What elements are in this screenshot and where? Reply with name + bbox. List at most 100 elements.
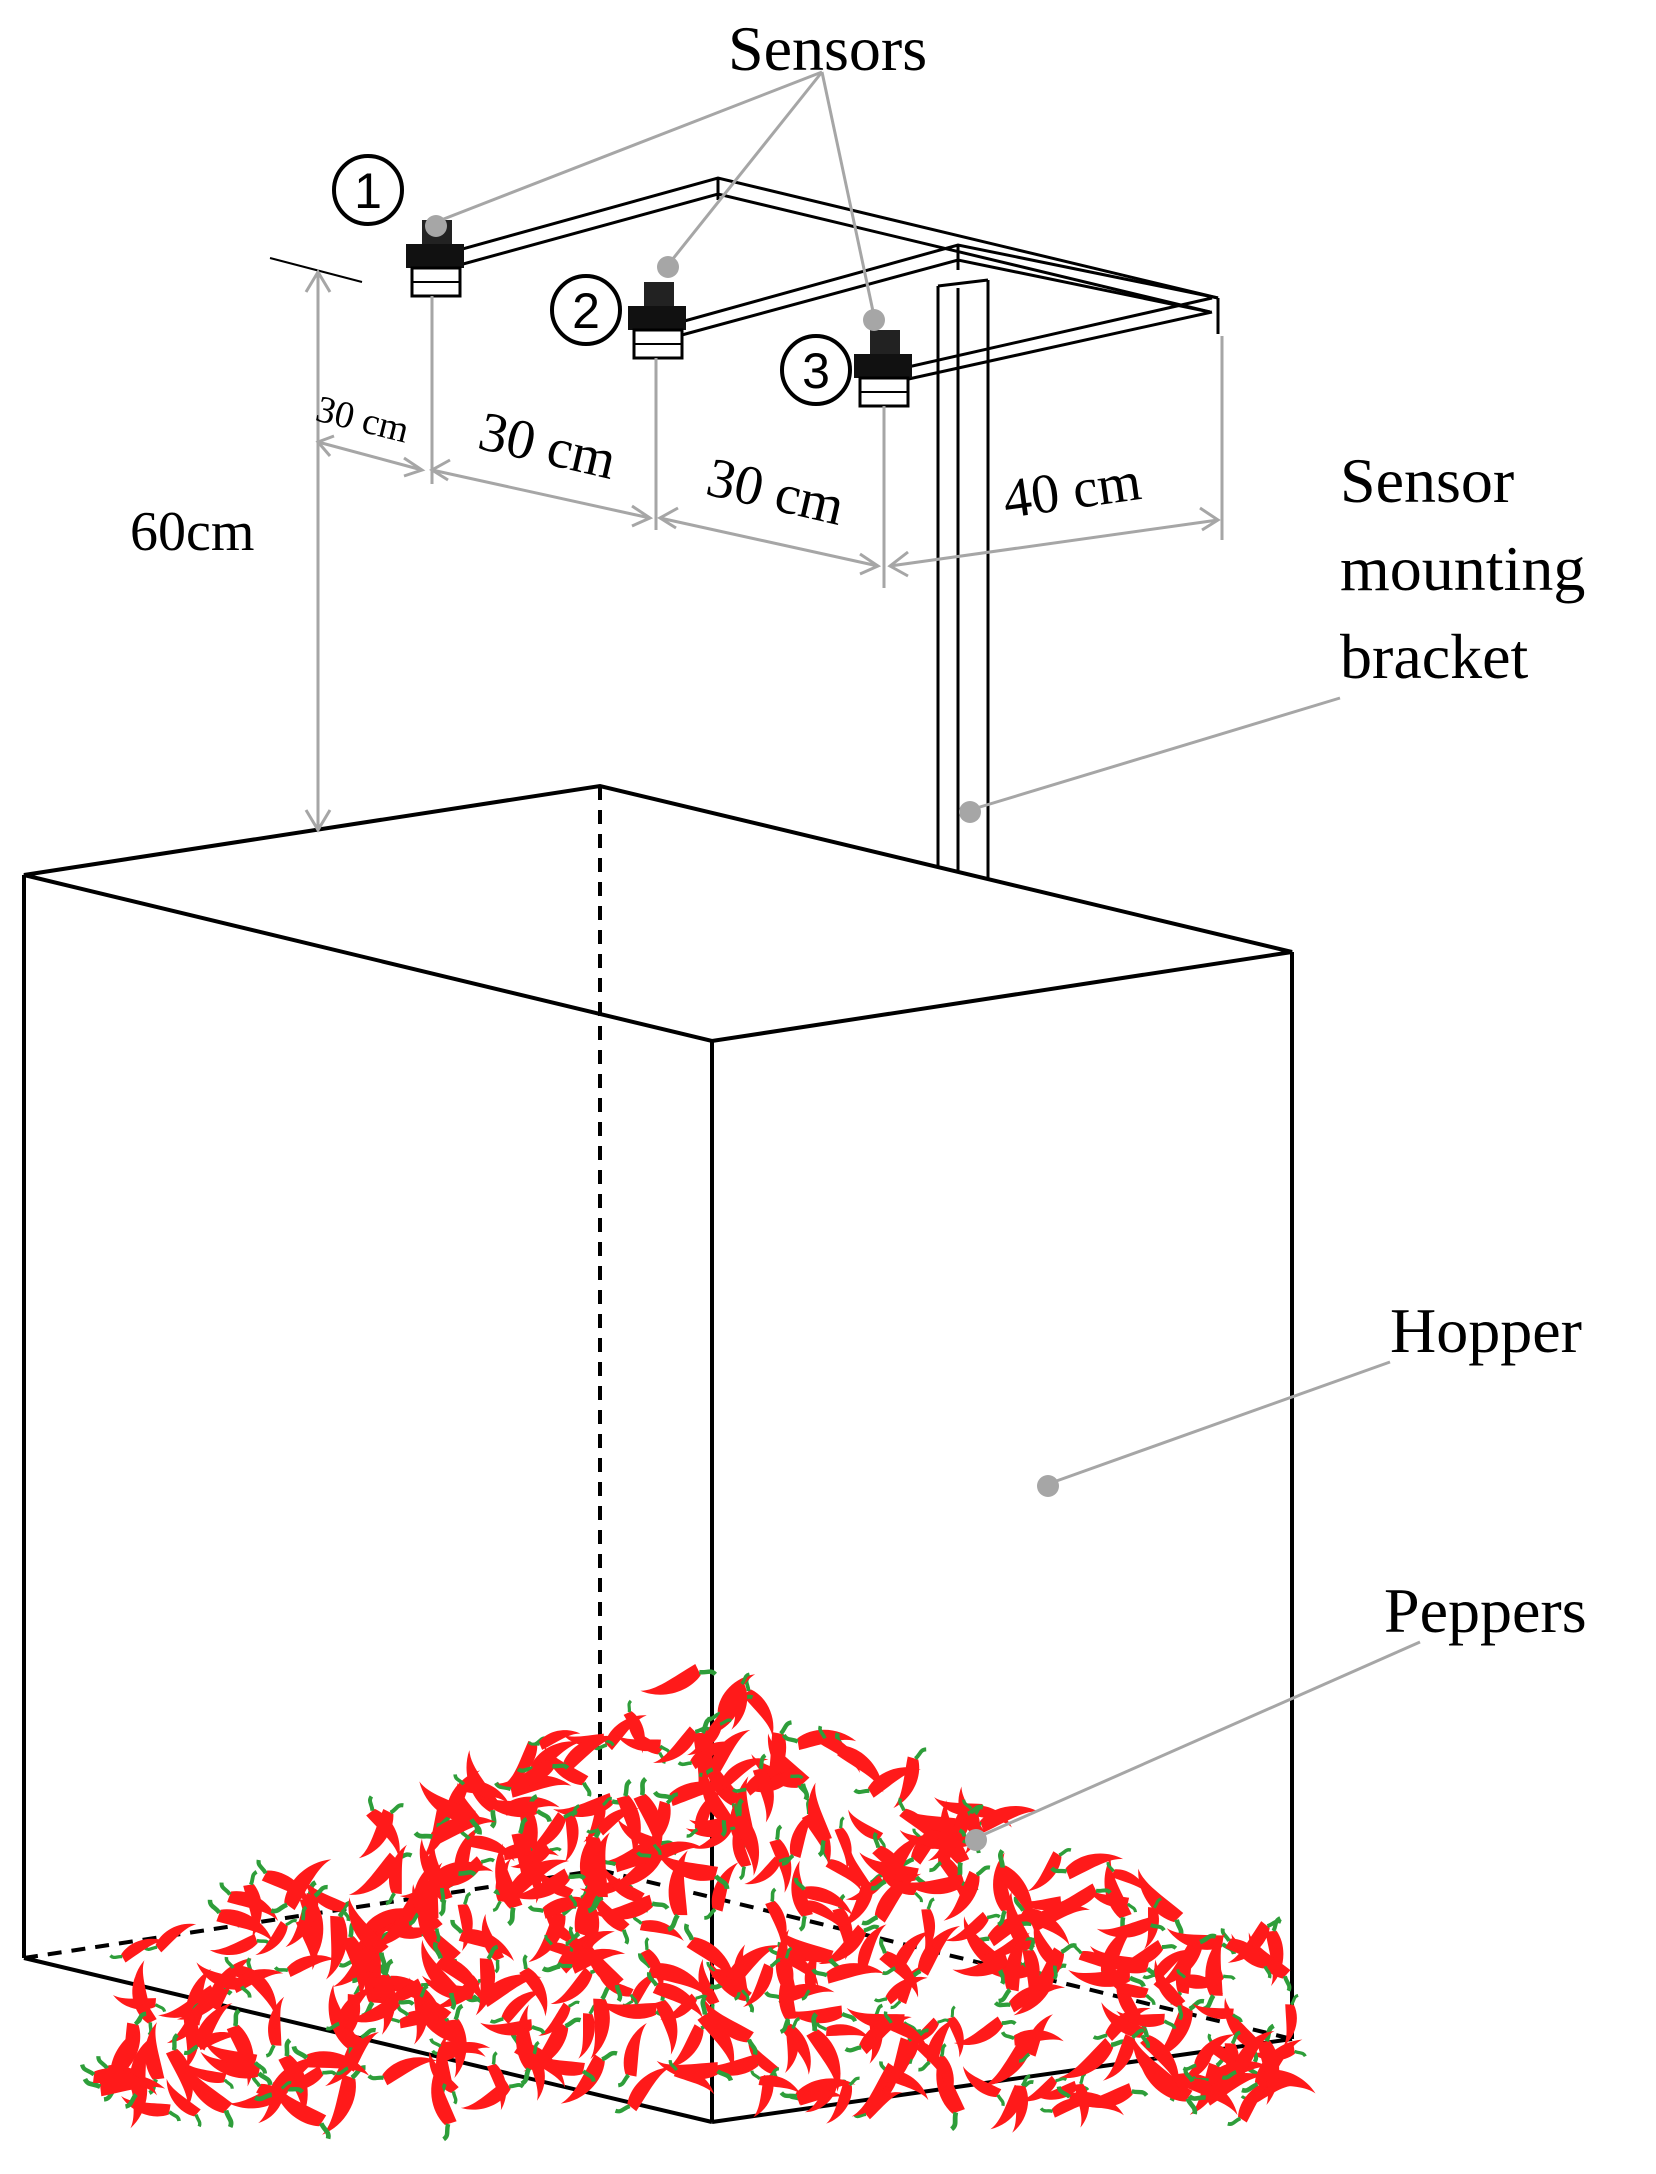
leader-lines <box>435 70 1421 1840</box>
pepper <box>861 1873 922 1926</box>
pepper <box>1227 2079 1275 2126</box>
pepper <box>345 1994 415 2023</box>
pepper <box>144 1923 197 1953</box>
pepper <box>1182 2034 1236 2071</box>
pepper <box>1221 2030 1275 2080</box>
pepper <box>109 1938 165 1963</box>
pepper <box>1187 2073 1265 2106</box>
pepper <box>668 2059 715 2095</box>
pepper <box>1019 2075 1068 2102</box>
pepper <box>587 1832 610 1914</box>
pepper <box>431 2064 457 2142</box>
pepper <box>1043 1883 1112 1911</box>
pepper <box>1105 1973 1156 2005</box>
sensor-2 <box>628 282 686 360</box>
pepper <box>1144 1897 1162 1950</box>
pepper <box>686 1789 724 1838</box>
pepper <box>460 2079 525 2110</box>
pepper <box>560 2050 618 2104</box>
pepper <box>784 2016 801 2074</box>
pepper <box>1018 2014 1053 2063</box>
dimension-gap3-label: 30 cm <box>701 446 850 538</box>
pepper <box>1073 1943 1120 1978</box>
pepper <box>646 1972 703 2019</box>
pepper <box>272 2081 331 2140</box>
pepper <box>516 2004 539 2086</box>
sensor-badge-1: 1 <box>332 154 404 226</box>
pepper <box>385 1844 407 1906</box>
pepper <box>255 1919 298 1956</box>
pepper <box>270 1859 332 1914</box>
pepper <box>793 1877 853 1916</box>
peppers-label: Peppers <box>1384 1575 1587 1646</box>
pepper <box>583 1796 612 1843</box>
pepper <box>731 1767 792 1796</box>
pepper <box>568 1926 602 1981</box>
pepper <box>653 1726 710 1763</box>
pepper <box>640 1937 664 1993</box>
pepper <box>946 2005 964 2058</box>
pepper <box>614 2067 671 2114</box>
pepper <box>944 1911 1001 1942</box>
pepper <box>412 1884 443 1943</box>
pepper <box>265 1996 285 2058</box>
pepper-pile <box>80 1664 1316 2142</box>
pepper <box>883 2011 929 2053</box>
pepper <box>853 1767 921 1798</box>
pepper <box>765 1887 787 1950</box>
pepper <box>285 1884 328 1948</box>
pepper <box>243 1870 262 1938</box>
bracket-label-line-1: Sensor <box>1340 445 1514 516</box>
pepper <box>844 2016 912 2055</box>
bracket-label-line-3: bracket <box>1340 621 1529 692</box>
dimension-lines <box>269 257 1224 833</box>
pepper <box>623 1699 645 1754</box>
pepper <box>1192 2003 1243 2023</box>
pepper <box>183 2003 233 2055</box>
pepper <box>752 1753 774 1823</box>
sensor-badge-2: 2 <box>550 274 622 346</box>
pepper <box>481 1913 505 1974</box>
pepper <box>921 1897 936 1955</box>
pepper <box>818 1924 880 1964</box>
pepper <box>304 1879 351 1922</box>
pepper <box>873 1976 928 2005</box>
pepper <box>1154 1959 1186 2021</box>
pepper <box>495 1843 523 1927</box>
pepper <box>121 2095 181 2122</box>
pepper <box>1012 2074 1031 2133</box>
pepper <box>144 2022 165 2095</box>
pepper <box>429 2038 486 2057</box>
pepper <box>703 1998 758 2056</box>
pepper <box>879 1938 919 1998</box>
pepper <box>929 1817 969 1873</box>
pepper <box>432 1941 483 2005</box>
leader-dots <box>425 215 1059 1851</box>
hopper-leader <box>1047 1360 1391 1486</box>
pepper <box>326 1900 351 1980</box>
pepper <box>834 1816 852 1870</box>
pepper <box>644 1792 679 1851</box>
pepper <box>1248 1932 1292 1992</box>
pepper <box>701 1764 732 1838</box>
bracket-label-line-2: mounting <box>1340 533 1585 604</box>
pepper <box>480 2019 546 2036</box>
pepper <box>767 1733 810 1801</box>
pepper <box>1283 1993 1299 2047</box>
pepper <box>366 1795 400 1858</box>
pepper <box>1227 1919 1282 1963</box>
dimension-gap1-label: 30 cm <box>312 388 413 451</box>
dimension-gap4-label: 40 cm <box>999 450 1145 531</box>
pepper <box>769 1824 792 1893</box>
pepper <box>806 2012 841 2092</box>
pepper <box>617 1818 662 1856</box>
pepper <box>413 1816 497 1846</box>
pepper <box>530 2051 596 2083</box>
pepper <box>998 1932 1030 2004</box>
pepper <box>544 1934 587 1968</box>
pepper <box>1027 1848 1072 1892</box>
pepper <box>631 1914 684 1942</box>
sensor-badge-3: 3 <box>780 334 852 406</box>
pepper <box>934 2043 954 2104</box>
pepper <box>367 2057 438 2086</box>
